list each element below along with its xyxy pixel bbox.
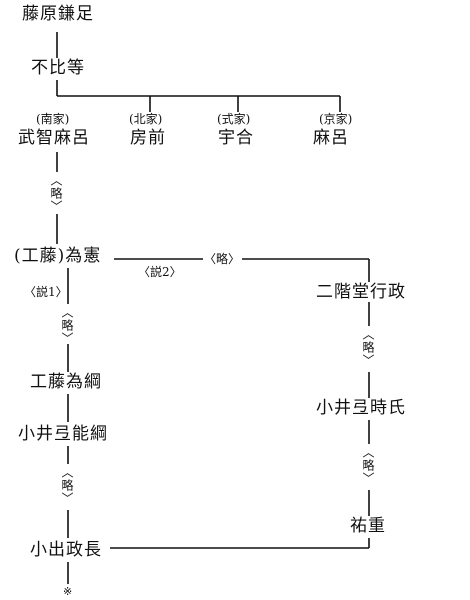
- omission-left-2: 〈略〉: [60, 306, 74, 345]
- node-umakai: 宇合: [218, 128, 254, 148]
- label-nanke: (南家): [36, 112, 70, 126]
- label-theory1: 〈説1〉: [24, 285, 68, 299]
- node-fuhito: 不比等: [31, 58, 85, 78]
- note-mark: ※: [63, 585, 73, 598]
- label-theory2: 〈説2〉: [138, 265, 182, 279]
- node-fusasaki: 房前: [130, 128, 166, 148]
- node-kudo-tamenori: (工藤)為憲: [14, 246, 102, 266]
- omission-left-1: 〈略〉: [49, 174, 63, 213]
- omission-right-2: 〈略〉: [361, 446, 375, 485]
- label-shikike: (式家): [217, 112, 251, 126]
- node-koide-masanaga: 小出政長: [30, 540, 102, 560]
- label-kyoke: (京家): [319, 112, 353, 126]
- omission-left-3: 〈略〉: [60, 466, 74, 505]
- node-koizu-tokiuji: 小井弖時氏: [316, 398, 406, 418]
- node-maro: 麻呂: [313, 128, 349, 148]
- node-nikaido-yukimasa: 二階堂行政: [316, 282, 406, 302]
- label-hokke: (北家): [129, 112, 163, 126]
- node-fujiwara-kamatari: 藤原鎌足: [22, 4, 94, 24]
- node-koizu-yoshitsuna: 小井弖能綱: [18, 424, 108, 444]
- node-muchimaro: 武智麻呂: [18, 128, 90, 148]
- omission-right-1: 〈略〉: [361, 328, 375, 367]
- node-sukeshige: 祐重: [350, 516, 386, 536]
- node-kudo-tametsuna: 工藤為綱: [30, 372, 102, 392]
- omission-theory2-line: 〈略〉: [204, 252, 241, 266]
